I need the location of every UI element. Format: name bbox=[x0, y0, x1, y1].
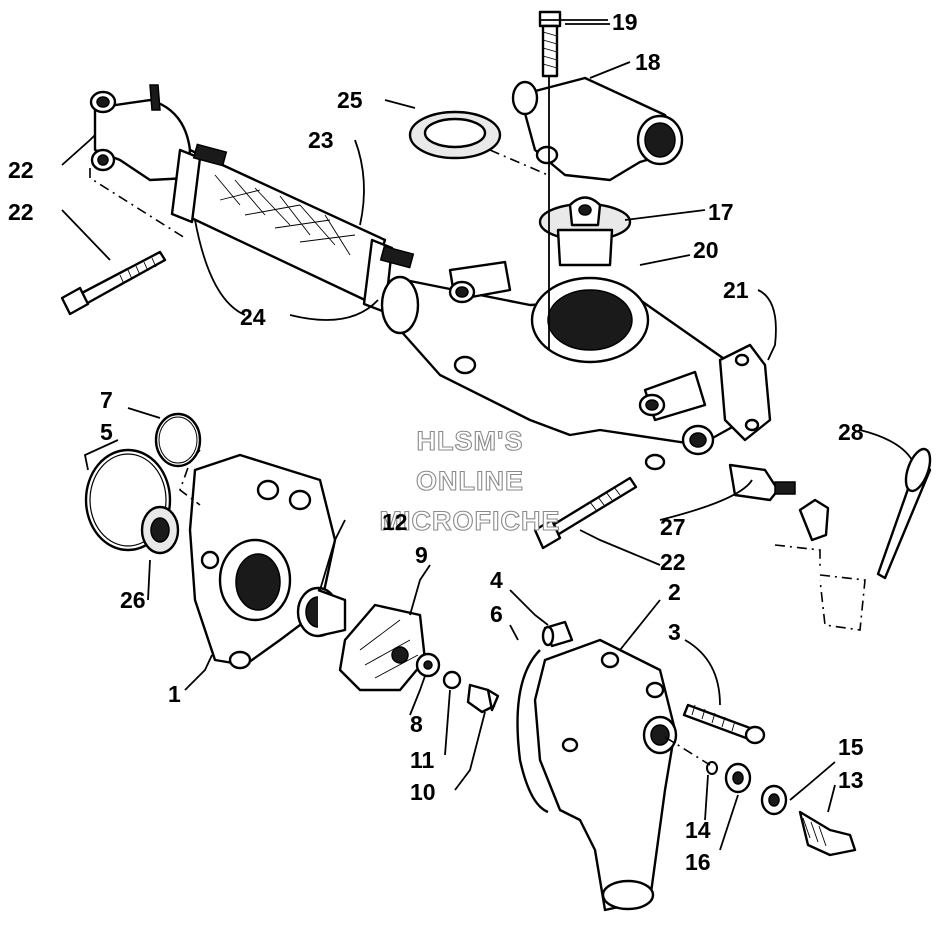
callout-26: 25 bbox=[337, 87, 363, 113]
part-small-o-ring bbox=[706, 761, 718, 775]
part-thermostat bbox=[538, 196, 632, 267]
part-bearing-seal bbox=[140, 505, 180, 555]
part-flat-washer bbox=[760, 784, 788, 816]
callout-23: 22 bbox=[8, 157, 34, 183]
part-pump-housing bbox=[533, 638, 678, 912]
part-flange-bolt-lower bbox=[533, 476, 638, 550]
part-sealing-washer bbox=[724, 762, 752, 794]
callout-18: 18 bbox=[635, 49, 661, 75]
callout-24: 23 bbox=[308, 127, 334, 153]
part-o-ring-small bbox=[154, 412, 202, 468]
watermark-line-3: MICROFICHE bbox=[380, 506, 561, 536]
callout-21: 21 bbox=[723, 277, 749, 303]
callout-22-lower: 22 bbox=[660, 549, 686, 575]
callout-11: 11 bbox=[410, 747, 435, 773]
watermark-line-2: ONLINE bbox=[416, 466, 524, 496]
callout-5: 5 bbox=[100, 419, 113, 445]
part-housing-o-ring bbox=[516, 649, 549, 814]
part-hose-clamp-left bbox=[170, 143, 228, 224]
callout-22-upper: 22 bbox=[8, 199, 34, 225]
callout-20: 20 bbox=[693, 237, 719, 263]
callout-14: 14 bbox=[685, 817, 711, 843]
part-seal-ring bbox=[408, 110, 502, 160]
callout-3: 3 bbox=[668, 619, 681, 645]
callout-27: 26 bbox=[120, 587, 146, 613]
part-sensor-connector bbox=[798, 498, 830, 542]
callout-19: 19 bbox=[612, 9, 638, 35]
callout-25: 24 bbox=[240, 304, 266, 330]
part-coolant-hose bbox=[183, 148, 387, 302]
part-impeller-bolt bbox=[466, 683, 500, 714]
callout-15: 15 bbox=[838, 734, 864, 760]
part-left-elbow-fitting bbox=[89, 84, 192, 182]
part-housing-bolt bbox=[682, 703, 766, 745]
part-thermostat-housing bbox=[380, 260, 747, 471]
part-impeller-washer bbox=[415, 652, 441, 678]
callout-13: 13 bbox=[838, 767, 864, 793]
part-temperature-sensor bbox=[728, 463, 796, 502]
callout-1: 1 bbox=[168, 681, 181, 707]
part-mechanical-seal bbox=[296, 586, 347, 638]
part-thermostat-cover bbox=[511, 76, 684, 182]
part-housing-gasket bbox=[718, 343, 772, 442]
callout-29: 28 bbox=[838, 419, 864, 445]
callout-9: 9 bbox=[415, 542, 428, 568]
part-cover-bolt bbox=[538, 10, 562, 78]
part-lock-washer bbox=[442, 670, 462, 690]
watermark-line-1: HLSM'S bbox=[417, 426, 524, 456]
callout-4: 4 bbox=[490, 567, 503, 593]
callout-16: 16 bbox=[685, 849, 711, 875]
part-impeller bbox=[338, 603, 427, 692]
callout-2: 2 bbox=[668, 579, 681, 605]
callout-7: 7 bbox=[100, 387, 113, 413]
part-cable-tie bbox=[876, 447, 932, 580]
part-dowel-pin bbox=[541, 620, 574, 648]
part-flange-bolt-upper bbox=[60, 250, 167, 316]
watermark: HLSM'S ONLINE MICROFICHE bbox=[379, 425, 561, 536]
callout-12: 12 bbox=[382, 509, 408, 535]
callout-28: 27 bbox=[660, 514, 686, 540]
callout-8: 8 bbox=[410, 711, 423, 737]
callout-10: 10 bbox=[410, 779, 436, 805]
callout-6: 6 bbox=[490, 601, 503, 627]
part-temperature-switch bbox=[798, 810, 857, 857]
callout-17: 17 bbox=[708, 199, 734, 225]
